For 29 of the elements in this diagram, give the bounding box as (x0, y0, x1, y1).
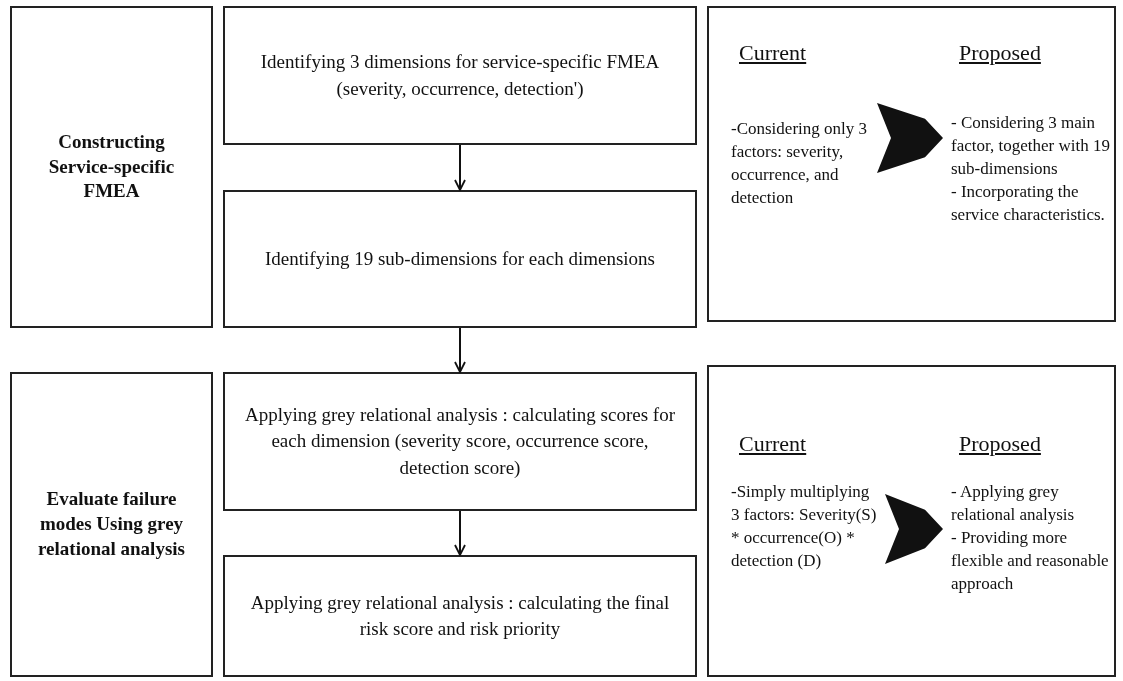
bullet-text: - Providing more flexible and reasonable approach (951, 526, 1110, 595)
column-heading: Current (739, 431, 807, 457)
column-heading: Current (739, 40, 807, 66)
arrow (454, 144, 466, 191)
bullet-text: - Incorporating the service characteristics. (951, 180, 1106, 226)
stage-label: Evaluate failure modes Using grey relational analysis (37, 487, 186, 561)
process-box (223, 372, 697, 511)
panel-box (707, 365, 1116, 677)
step-text: Applying grey relational analysis : calculating the final risk score and risk priority (249, 590, 671, 641)
arrow (454, 510, 466, 556)
bullet-text: -Considering only 3 factors: severity, occurrence, and detection (731, 118, 868, 209)
column-heading: Proposed (959, 431, 1041, 457)
process-box (10, 372, 213, 677)
bullet-text: - Considering 3 main factor, together with 19 sub-dimensions (951, 112, 1111, 180)
stage-label: Constructing Service-specific FMEA (47, 129, 176, 204)
arrow (454, 327, 466, 373)
chevron-arrow (877, 103, 943, 173)
step-text: Identifying 19 sub-dimensions for each dimensions (265, 246, 655, 271)
panel-box (707, 6, 1116, 322)
process-box (223, 6, 697, 145)
bullet-text: -Simply multiplying 3 factors: Severity(S) * occurrence(O) * detection (D) (731, 481, 878, 572)
column-heading: Proposed (959, 40, 1041, 66)
step-text: Applying grey relational analysis : calculating scores for each dimension (severity score, occurrence score, detection score) (244, 403, 676, 480)
bullet-text: - Applying grey relational analysis (951, 481, 1076, 526)
process-box (10, 6, 213, 328)
process-box (223, 555, 697, 677)
chevron-arrow (885, 494, 943, 564)
step-text: Identifying 3 dimensions for service-specific FMEA (severity, occurrence, detection') (259, 50, 661, 101)
process-box (223, 190, 697, 328)
